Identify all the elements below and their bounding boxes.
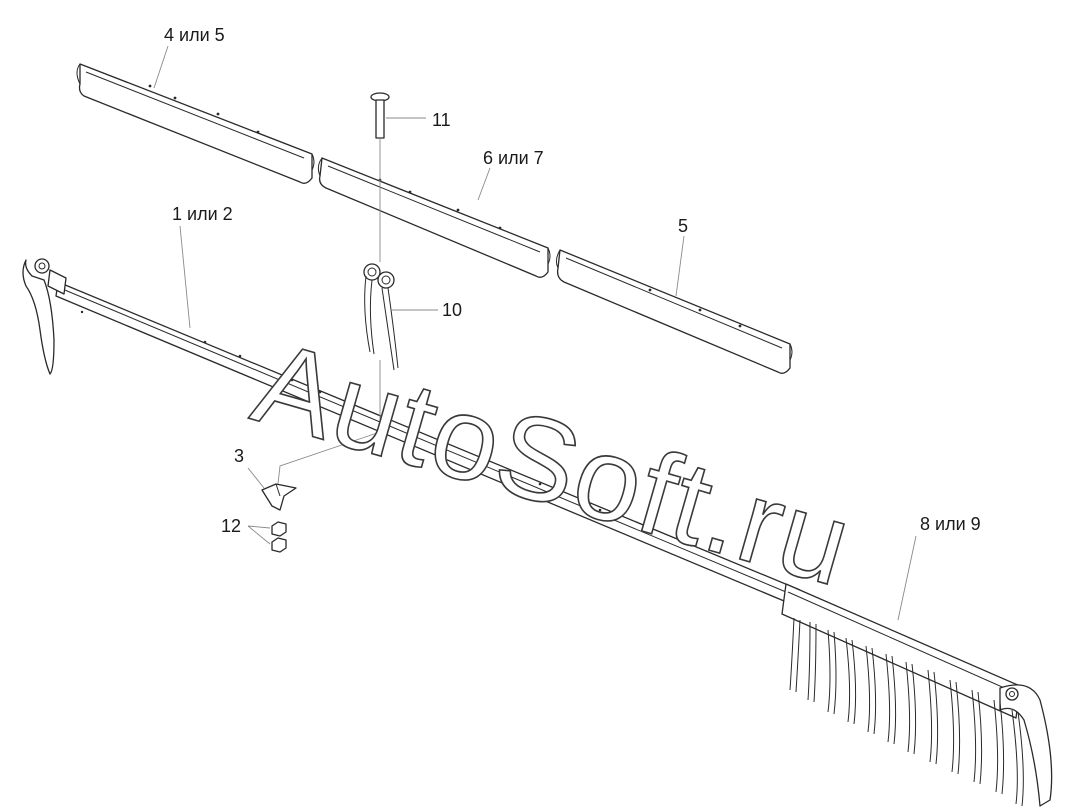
cover-holes [148, 84, 742, 328]
assembly-axis-lines [277, 138, 381, 485]
label-5: 5 [678, 216, 688, 236]
label-8-or-9: 8 или 9 [920, 514, 981, 534]
label-4-or-5: 4 или 5 [164, 25, 225, 45]
label-10: 10 [442, 300, 462, 320]
rake-head-8-or-9 [781, 583, 1053, 807]
spring-tine-10 [363, 263, 399, 371]
cover-segment-5 [555, 249, 793, 374]
main-bar-1-or-2 [22, 258, 801, 607]
cover-segment-6-or-7 [317, 157, 551, 278]
bolt-11 [370, 92, 390, 139]
label-1-or-2: 1 или 2 [172, 204, 233, 224]
label-11: 11 [432, 110, 451, 130]
label-6-or-7: 6 или 7 [483, 148, 544, 168]
label-3: 3 [234, 446, 244, 466]
nuts-12 [271, 521, 287, 553]
bracket-3 [261, 483, 297, 511]
main-bar-holes [203, 340, 602, 512]
leader-lines [153, 45, 917, 621]
label-12: 12 [221, 516, 241, 536]
cover-segment-4-or-5 [76, 63, 315, 184]
